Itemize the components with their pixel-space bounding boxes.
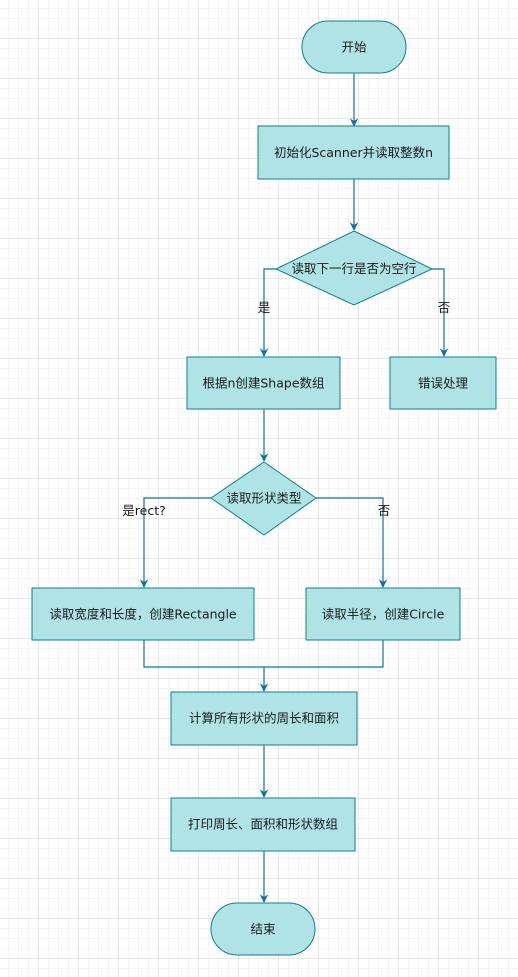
edge-label-empty-no: 否 <box>438 300 451 315</box>
print-process <box>170 797 356 852</box>
read-type-label: 读取形状类型 <box>226 491 301 506</box>
start-label: 开始 <box>341 40 367 55</box>
error-label: 错误处理 <box>418 376 469 391</box>
end-terminal <box>210 902 316 956</box>
check-empty-decision <box>274 230 434 306</box>
rectangle-process <box>31 587 255 641</box>
print-label: 打印周长、面积和形状数组 <box>188 817 338 832</box>
edge-circle-merge <box>264 640 384 668</box>
compute-label: 计算所有形状的周长和面积 <box>189 711 339 726</box>
edge-label-type-no: 否 <box>378 503 391 518</box>
check-empty-label: 读取下一行是否为空行 <box>291 261 416 276</box>
circle-process <box>305 587 461 641</box>
edge-check-no <box>432 268 449 357</box>
error-process <box>389 356 497 410</box>
edge-rect-merge <box>143 640 264 668</box>
edge-label-type-rect: 是rect? <box>122 503 165 518</box>
edge-check-yes <box>259 268 276 357</box>
rectangle-label: 读取宽度和长度，创建Rectangle <box>49 607 237 622</box>
compute-process <box>170 691 358 746</box>
create-array-label: 根据n创建Shape数组 <box>202 376 324 391</box>
edge-type-circle <box>316 497 388 588</box>
init-process <box>257 125 450 180</box>
init-label: 初始化Scanner并读取整数n <box>274 145 433 160</box>
end-label: 结束 <box>250 922 276 937</box>
circle-label: 读取半径，创建Circle <box>322 607 445 622</box>
start-terminal <box>301 20 407 74</box>
edge-type-rect <box>139 497 211 588</box>
edge-label-empty-yes: 是 <box>258 300 271 315</box>
read-type-decision <box>210 461 317 536</box>
create-array-process <box>186 356 341 410</box>
